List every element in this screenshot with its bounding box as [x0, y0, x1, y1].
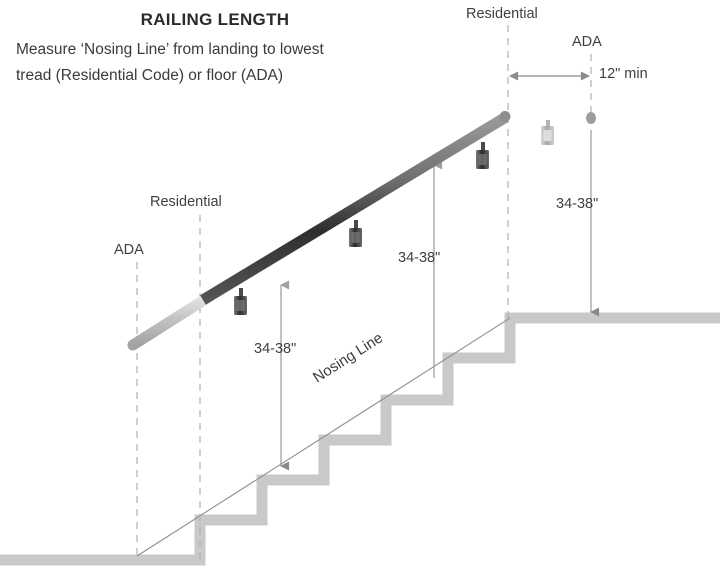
label-ada-left: ADA — [114, 242, 144, 258]
label-ada-top: ADA — [572, 34, 602, 50]
reference-lines — [136, 25, 592, 560]
bracket-2 — [349, 220, 362, 247]
dimension-label-lower: 34-38" — [254, 341, 297, 357]
subtitle-line-1: Measure ‘Nosing Line’ from landing to lo… — [16, 41, 324, 58]
height-dimension-lines — [280, 130, 600, 471]
dimension-label-upper: 34-38" — [556, 196, 599, 212]
handrail-brackets — [234, 120, 554, 315]
handrail-bend-joint — [499, 111, 511, 122]
dimension-label-middle: 34-38" — [398, 250, 441, 266]
handrail-dark-segment — [200, 112, 509, 305]
label-residential-left: Residential — [150, 194, 222, 210]
page-title: RAILING LENGTH — [140, 10, 290, 29]
handrail-light-segment — [127, 292, 213, 351]
handrail — [127, 110, 596, 351]
nosing-line — [136, 317, 511, 557]
label-extension-min: 12" min — [599, 66, 648, 82]
handrail-end-cap — [586, 112, 596, 124]
subtitle-line-2: tread (Residential Code) or floor (ADA) — [16, 67, 284, 84]
bracket-1 — [234, 288, 247, 315]
staircase-outline — [0, 312, 720, 566]
bracket-4 — [541, 120, 554, 145]
label-residential-top: Residential — [466, 6, 538, 22]
bracket-3 — [476, 142, 489, 169]
